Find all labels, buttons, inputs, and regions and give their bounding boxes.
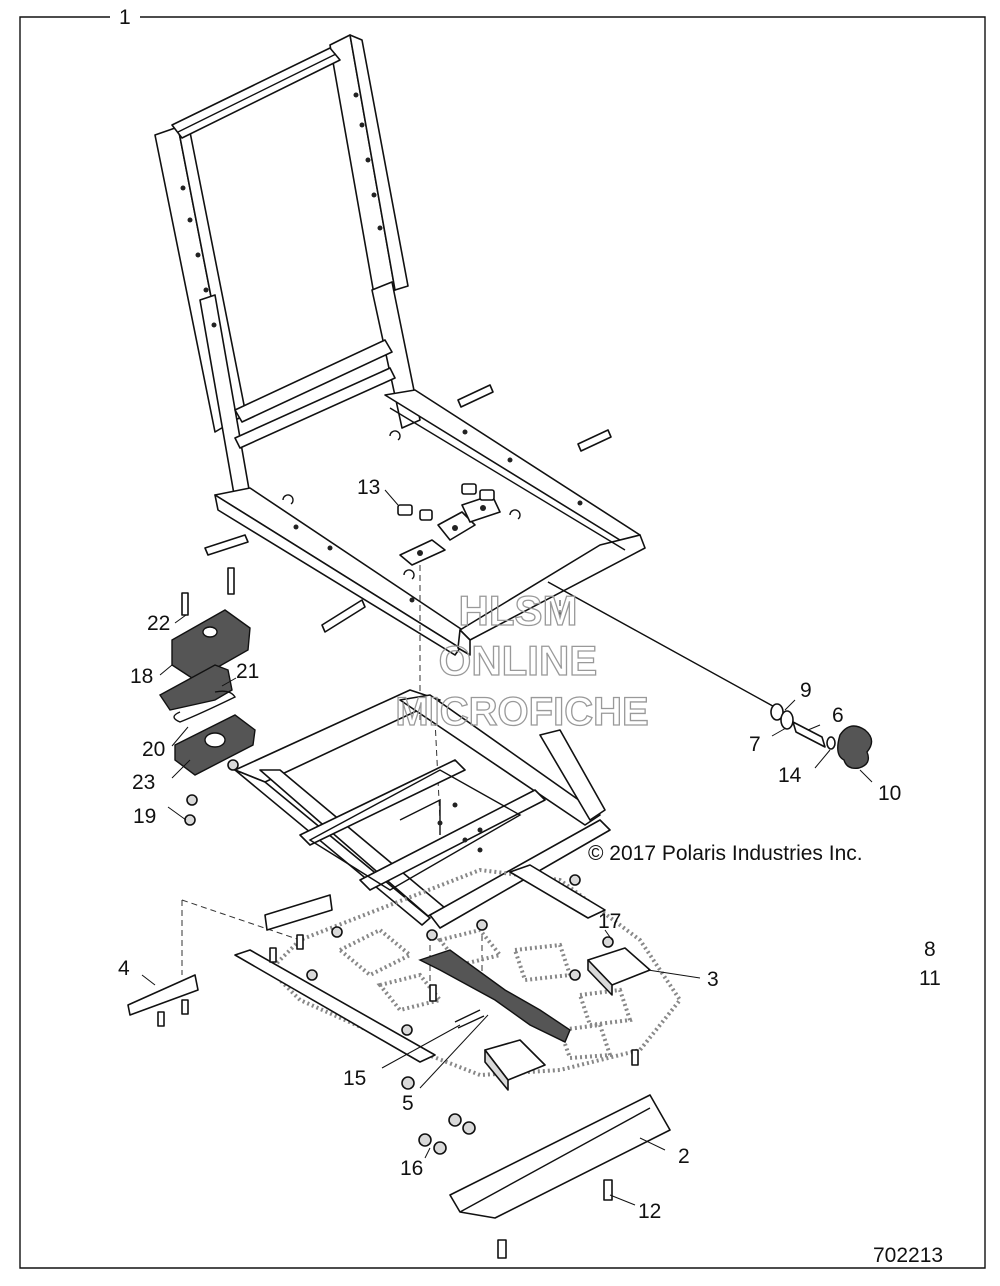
- seat-brackets: [399, 494, 501, 566]
- watermark: HLSM ONLINE MICROFICHE: [395, 586, 650, 734]
- frame-border: [19, 16, 986, 1269]
- knob-10: [837, 725, 873, 770]
- fasteners: [157, 567, 639, 1259]
- front-bar: [449, 1094, 671, 1219]
- callout-labels: 1 2 3 4 5 6 7 8 9 10 11 12 13 14 15 16 1…: [118, 6, 941, 1223]
- base-rails: [127, 864, 606, 1063]
- side-adjuster-assembly: [158, 609, 256, 826]
- callout-4: 4: [118, 957, 130, 980]
- callout-7: 7: [749, 733, 761, 756]
- callout-16: 16: [400, 1157, 423, 1180]
- callout-14: 14: [778, 764, 802, 787]
- callout-2: 2: [678, 1145, 690, 1168]
- callout-18: 18: [130, 665, 153, 688]
- copyright-notice: © 2017 Polaris Industries Inc.: [588, 842, 863, 865]
- pivot-pins: [204, 384, 612, 633]
- bolts-13: [397, 483, 495, 521]
- watermark-line2: ONLINE: [439, 637, 598, 684]
- callout-11: 11: [919, 967, 941, 990]
- seat-back-frame: [154, 34, 646, 656]
- callout-23: 23: [132, 771, 155, 794]
- watermark-line1: HLSM: [459, 587, 578, 634]
- callout-21: 21: [236, 660, 259, 683]
- callout-19: 19: [133, 805, 156, 828]
- callout-20: 20: [142, 738, 165, 761]
- callout-22: 22: [147, 612, 170, 635]
- callout-8: 8: [924, 938, 936, 961]
- watermark-line3: MICROFICHE: [395, 690, 648, 734]
- callout-6: 6: [832, 704, 844, 727]
- callout-3: 3: [707, 968, 719, 991]
- adjustment-rod: [547, 581, 873, 770]
- callout-13: 13: [357, 476, 380, 499]
- callout-5: 5: [402, 1092, 414, 1115]
- callout-12: 12: [638, 1200, 661, 1223]
- frame-holes: [180, 92, 583, 603]
- callout-17: 17: [598, 910, 621, 933]
- seat-latch: [418, 949, 571, 1043]
- callout-1: 1: [119, 6, 131, 29]
- callout-10: 10: [878, 782, 901, 805]
- callout-15: 15: [343, 1067, 366, 1090]
- diagram-number: 702213: [873, 1244, 943, 1267]
- slide-brackets: [484, 947, 651, 1091]
- leader-lines: [141, 489, 873, 1206]
- callout-9: 9: [800, 679, 812, 702]
